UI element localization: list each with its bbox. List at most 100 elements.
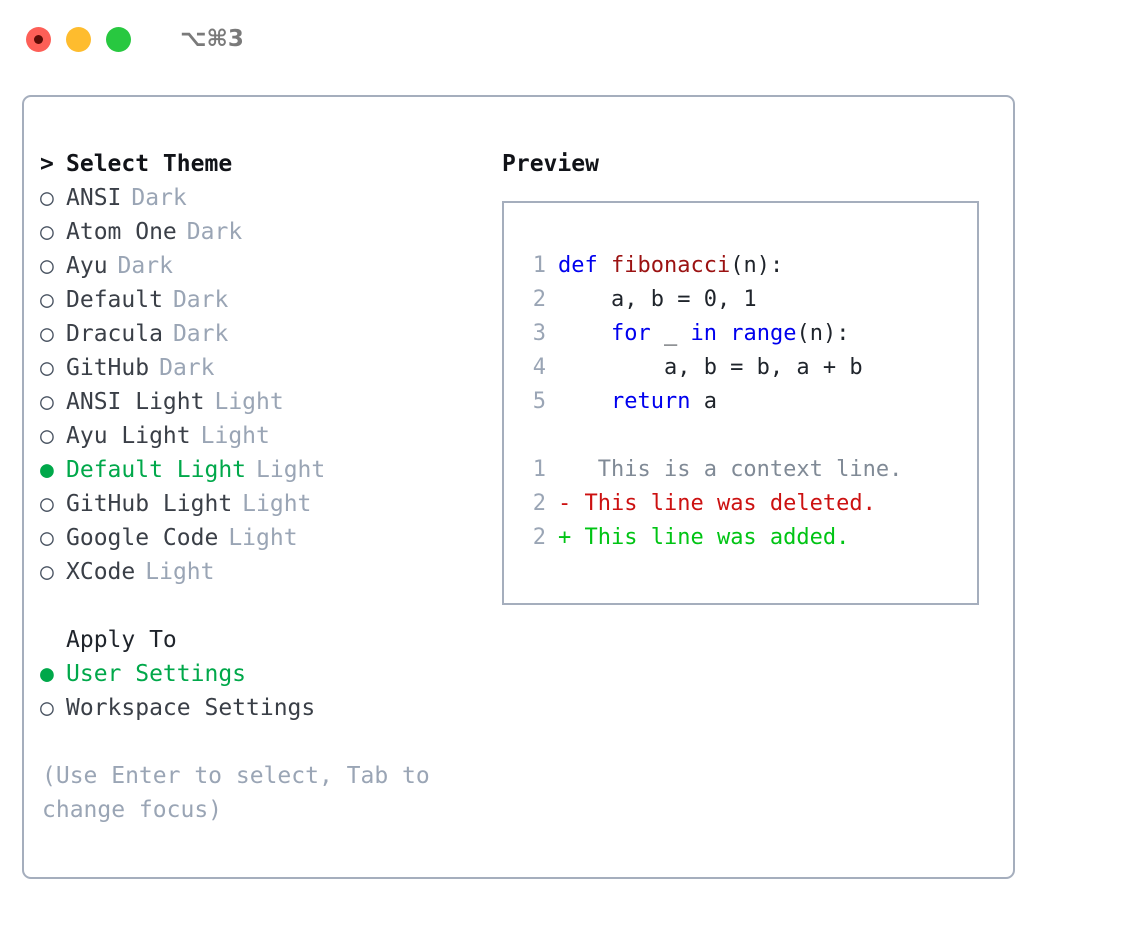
radio-unselected-icon: ○: [40, 185, 54, 211]
theme-list-item[interactable]: ○ ANSI Dark: [40, 181, 490, 215]
theme-item-variant: Light: [242, 491, 312, 517]
diff-line: 1 This is a context line.: [504, 453, 977, 487]
line-number: 5: [532, 389, 546, 414]
theme-item-label: ANSI: [66, 185, 122, 211]
theme-item-label: ANSI Light: [66, 389, 205, 415]
code-token: for: [610, 321, 651, 346]
diff-text: This line was added.: [571, 525, 850, 550]
theme-item-variant: Dark: [172, 321, 229, 347]
theme-list-item[interactable]: ○ Ayu Dark: [40, 249, 490, 283]
radio-unselected-icon: ○: [40, 355, 54, 381]
apply-to-item[interactable]: ○ Workspace Settings: [40, 691, 490, 725]
theme-item-label: Dracula: [66, 321, 163, 347]
radio-selected-icon: ●: [40, 457, 54, 483]
code-line: 2 a, b = 0, 1: [504, 283, 977, 317]
code-line: 3 for _ in range(n):: [504, 317, 977, 351]
line-number: 2: [532, 287, 546, 312]
minimize-button-icon[interactable]: [66, 26, 91, 52]
code-line: 4 a, b = b, a + b: [504, 351, 977, 385]
theme-list-item[interactable]: ○ GitHub Light Light: [40, 487, 490, 521]
apply-to-title: Apply To: [66, 627, 177, 653]
code-token: a: [690, 389, 717, 414]
code-token: [558, 385, 611, 419]
theme-item-label: Default: [66, 287, 163, 313]
diff-text: This is a context line.: [571, 457, 903, 482]
theme-list-item[interactable]: ○ GitHub Dark: [40, 351, 490, 385]
theme-item-variant: Dark: [117, 253, 173, 279]
radio-unselected-icon: ○: [40, 389, 54, 415]
apply-to-item-label: Workspace Settings: [66, 695, 316, 721]
theme-item-label: Default Light: [66, 457, 247, 483]
theme-item-label: XCode: [66, 559, 136, 585]
theme-item-variant: Dark: [159, 355, 215, 381]
radio-selected-icon: ●: [40, 661, 54, 687]
code-token: in: [690, 321, 717, 346]
preview-title: Preview: [502, 151, 599, 177]
code-line: 5 return a: [504, 385, 977, 419]
theme-item-variant: Light: [214, 389, 284, 415]
apply-to-item[interactable]: ● User Settings: [40, 657, 490, 691]
diff-sample: 1 This is a context line. 2- This line wa…: [504, 453, 977, 555]
radio-unselected-icon: ○: [40, 695, 54, 721]
diff-line-number: 2: [532, 491, 546, 516]
code-token: [558, 317, 611, 351]
theme-list-item[interactable]: ○ ANSI Light Light: [40, 385, 490, 419]
code-token: def: [558, 253, 611, 278]
diff-line-number: 1: [532, 457, 546, 482]
code-token: (n):: [730, 253, 784, 278]
diff-sign: +: [558, 525, 572, 550]
radio-unselected-icon: ○: [40, 423, 54, 449]
code-diff-gap: [504, 419, 977, 453]
theme-item-variant: Light: [228, 525, 298, 551]
radio-unselected-icon: ○: [40, 219, 54, 245]
theme-item-label: Google Code: [66, 525, 219, 551]
theme-picker-heading-label: Select Theme: [66, 151, 233, 177]
theme-item-variant: Dark: [131, 185, 187, 211]
keyboard-hint: (Use Enter to select, Tab to change focu…: [42, 763, 430, 823]
theme-item-label: GitHub: [66, 355, 150, 381]
code-token: (n):: [796, 321, 850, 346]
theme-item-variant: Light: [256, 457, 326, 483]
close-button-icon[interactable]: [26, 26, 51, 52]
code-token: return: [610, 389, 691, 414]
apply-to-item-label: User Settings: [66, 661, 247, 687]
code-token: _: [650, 321, 691, 346]
radio-unselected-icon: ○: [40, 491, 54, 517]
diff-line: 2 + This line was added.: [504, 521, 977, 555]
line-number: 4: [532, 355, 546, 380]
theme-item-label: Atom One: [66, 219, 177, 245]
theme-item-label: Ayu Light: [66, 423, 191, 449]
theme-item-label: GitHub Light: [66, 491, 233, 517]
window-titlebar: ⌥⌘3: [0, 0, 1140, 78]
theme-picker-heading: > Select Theme: [40, 147, 490, 181]
theme-item-variant: Light: [145, 559, 215, 585]
theme-item-label: Ayu: [66, 253, 108, 279]
code-token: range: [730, 321, 797, 346]
code-token: [717, 317, 730, 351]
diff-sign: [558, 453, 571, 487]
code-token: a, b = 0, 1: [558, 287, 757, 312]
code-token: a, b = b, a + b: [558, 355, 863, 380]
radio-unselected-icon: ○: [40, 253, 54, 279]
line-number: 1: [532, 253, 546, 278]
theme-list-item[interactable]: ● Default Light Light: [40, 453, 490, 487]
maximize-button-icon[interactable]: [106, 26, 131, 52]
traffic-lights: [26, 26, 131, 52]
window-title: ⌥⌘3: [180, 26, 244, 52]
list-spacer: [40, 589, 490, 623]
caret-icon: >: [40, 151, 54, 177]
diff-line-number: 2: [532, 525, 546, 550]
diff-sign: -: [558, 491, 572, 516]
